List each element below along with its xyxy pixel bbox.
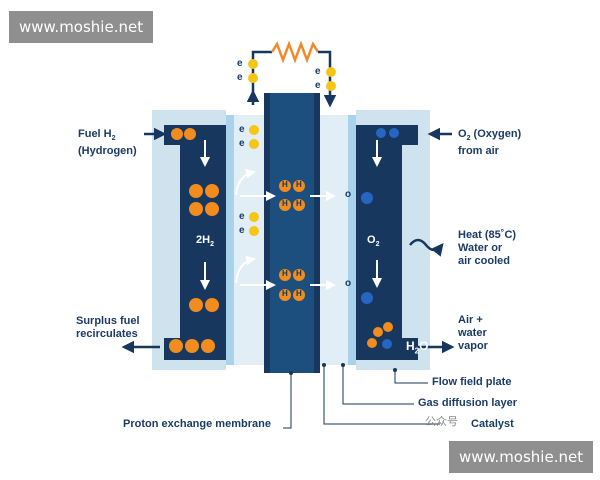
cathode-o2-label: O2: [367, 234, 380, 249]
electron-label: e: [239, 225, 245, 236]
h2-diffusion-arrow: [235, 255, 256, 284]
water-molecule: [373, 327, 383, 337]
electron-label: e: [237, 72, 243, 83]
h2o-label: H2O: [406, 339, 429, 356]
watermark-bottom: www.moshie.net: [449, 441, 594, 473]
anode-2h2-label: 2H2: [196, 234, 214, 249]
electron-dot: [326, 67, 336, 77]
pem-label: Proton exchange membrane: [123, 418, 271, 430]
membrane-edge-left: [264, 93, 270, 373]
hydrogen-molecule: [169, 339, 183, 353]
heat-wave-icon: [409, 238, 444, 257]
electron-dot: [326, 81, 336, 91]
oxygen-ion-label: o: [345, 189, 352, 200]
hydrogen-molecule: [184, 128, 196, 140]
circuit-wire-left: [251, 50, 272, 105]
hydrogen-molecule: [171, 128, 183, 140]
electron-label: e: [315, 66, 321, 77]
hydrogen-molecule: [185, 339, 199, 353]
electron-dot: [249, 125, 259, 135]
oxygen-label: O2 (Oxygen)from air: [458, 128, 522, 158]
fuel-h2-label: Fuel H2(Hydrogen): [78, 128, 137, 158]
proton-label: H: [296, 199, 302, 208]
leader-dot: [322, 363, 326, 367]
hydrogen-molecule: [189, 202, 203, 216]
proton-label: H: [296, 289, 302, 298]
electron-dot: [249, 139, 259, 149]
wechat-watermark: 公众号: [425, 415, 458, 428]
oxygen-molecule: [361, 292, 373, 304]
hydrogen-molecule: [189, 184, 203, 198]
proton-label: H: [296, 269, 302, 278]
leader-pem: [283, 373, 292, 429]
leader-catalyst: [323, 365, 440, 425]
proton-pair: [279, 180, 305, 301]
h2-diffusion-arrow: [235, 168, 256, 196]
catalyst-label: Catalyst: [471, 418, 514, 430]
hydrogen-molecule: [205, 298, 219, 312]
proton-exchange-membrane: [264, 93, 320, 373]
hydrogen-molecule: [201, 339, 215, 353]
electron-dot: [249, 226, 259, 236]
proton-label: H: [282, 289, 288, 298]
anode-gdl-strip: [226, 115, 234, 365]
membrane-edge-right: [314, 93, 320, 373]
electron-label: e: [239, 211, 245, 222]
resistor-icon: [270, 40, 320, 64]
proton-label: H: [282, 199, 288, 208]
cathode-gdl-strip: [348, 115, 356, 365]
electron-label: e: [315, 80, 321, 91]
leader-dot: [289, 371, 293, 375]
water-molecule: [382, 339, 392, 349]
oxygen-molecule: [389, 128, 399, 138]
hydrogen-molecule: [189, 298, 203, 312]
leader-flow-field-plate: [394, 370, 428, 384]
flow-field-plate-label: Flow field plate: [432, 376, 512, 388]
hydrogen-molecule: [205, 184, 219, 198]
oxygen-molecule: [376, 128, 386, 138]
water-molecule: [367, 338, 377, 348]
leader-dot: [393, 368, 397, 372]
hydrogen-molecule: [205, 202, 219, 216]
electron-label: e: [239, 138, 245, 149]
proton-label: H: [282, 269, 288, 278]
gas-diffusion-layer-label: Gas diffusion layer: [418, 397, 518, 409]
oxygen-ion-label: o: [345, 278, 352, 289]
electron-dot: [248, 73, 258, 83]
water-molecule: [383, 322, 393, 332]
proton-label: H: [282, 180, 288, 189]
watermark-top: www.moshie.net: [9, 11, 154, 43]
proton-label: H: [296, 180, 302, 189]
leader-gas-diffusion-layer: [342, 365, 414, 405]
electron-label: e: [237, 58, 243, 69]
electron-dot: [249, 212, 259, 222]
leader-dot: [341, 363, 345, 367]
oxygen-molecule: [361, 192, 373, 204]
electron-dot: [248, 59, 258, 69]
electron-label: e: [239, 124, 245, 135]
